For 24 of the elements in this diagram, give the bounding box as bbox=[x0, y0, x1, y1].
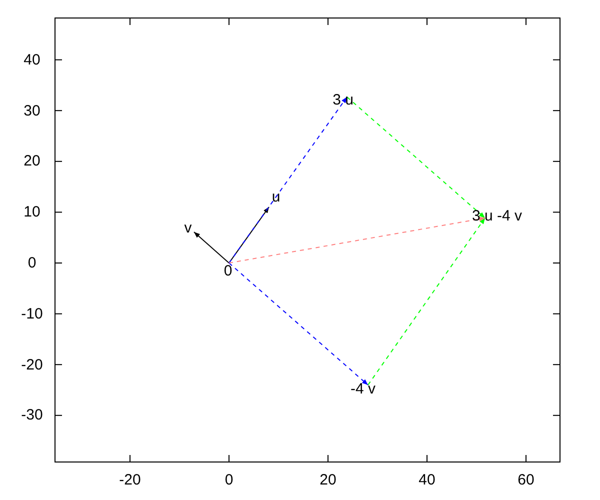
point-label: u bbox=[272, 190, 280, 204]
point-label: -4 v bbox=[350, 382, 376, 396]
tick-label: 0 bbox=[224, 472, 234, 488]
tick-label: 30 bbox=[24, 103, 40, 118]
tick-label: 20 bbox=[320, 472, 336, 488]
arrow bbox=[194, 232, 230, 264]
tick-label: 10 bbox=[24, 204, 40, 220]
arrow bbox=[228, 262, 368, 386]
point-label: 3 u -4 v bbox=[472, 208, 522, 224]
tick-label: -10 bbox=[21, 306, 43, 322]
tick-label: -30 bbox=[21, 408, 43, 423]
point-label: v bbox=[184, 220, 192, 236]
tick-label: 20 bbox=[24, 154, 40, 169]
tick-label: 60 bbox=[518, 472, 534, 488]
arrow bbox=[368, 218, 486, 386]
arrow bbox=[228, 216, 486, 264]
arrow bbox=[346, 96, 486, 218]
tick-label: 0 bbox=[28, 256, 36, 270]
tick-label: -20 bbox=[119, 472, 141, 488]
arrow bbox=[228, 96, 348, 264]
tick-label: 40 bbox=[418, 472, 436, 488]
point-label: 0 bbox=[224, 264, 232, 278]
tick-label: -20 bbox=[21, 357, 43, 372]
tick-label: 40 bbox=[24, 52, 40, 68]
